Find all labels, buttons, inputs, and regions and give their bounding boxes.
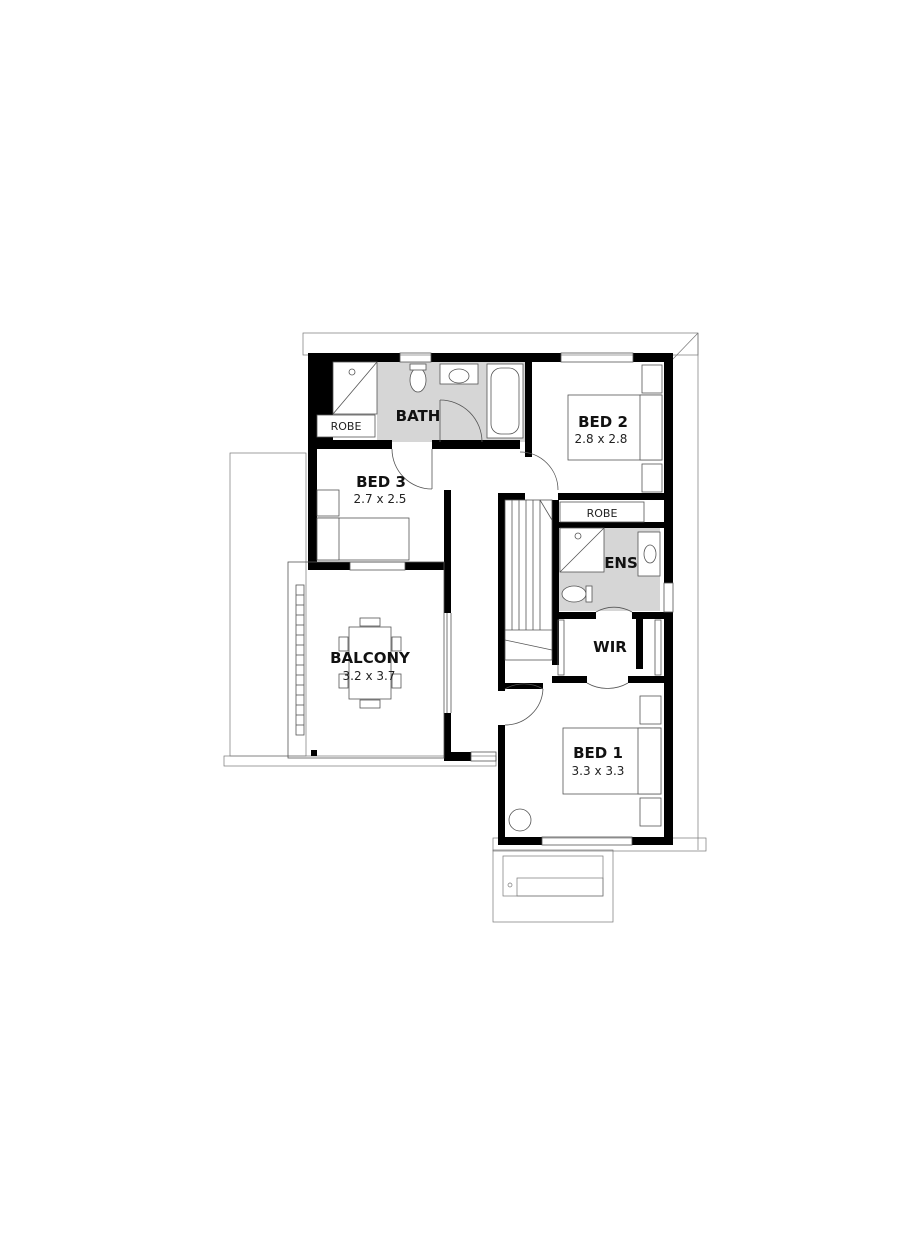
ens-fixtures — [559, 527, 661, 603]
bed2-furniture — [567, 364, 663, 493]
bath-fixtures — [332, 361, 524, 439]
room-label-bed2: BED 2 — [578, 413, 628, 431]
room-label-robe-bed2: ROBE — [587, 507, 618, 520]
room-label-ens: ENS — [604, 554, 638, 572]
robe-bed3-box — [316, 414, 376, 438]
room-size-balcony: 3.2 x 3.7 — [343, 669, 396, 683]
room-label-wir: WIR — [593, 638, 627, 656]
room-label-balcony: BALCONY — [330, 649, 411, 667]
robe-bed2-box — [559, 501, 645, 523]
room-size-bed2: 2.8 x 2.8 — [575, 432, 628, 446]
room-label-robe-bed3: ROBE — [331, 420, 362, 433]
stairs — [504, 499, 553, 661]
room-size-bed3: 2.7 x 2.5 — [354, 492, 407, 506]
room-label-bed3: BED 3 — [356, 473, 406, 491]
bed1-furniture — [508, 695, 662, 832]
walls — [308, 353, 673, 845]
room-label-bath: BATH — [396, 407, 441, 425]
room-size-bed1: 3.3 x 3.3 — [572, 764, 625, 778]
balcony-area — [287, 561, 445, 759]
doors — [391, 399, 633, 726]
room-label-bed1: BED 1 — [573, 744, 623, 762]
wir-shelf-right — [654, 619, 662, 676]
bed3-furniture — [316, 489, 410, 561]
windows — [349, 352, 674, 846]
wir-shelf — [557, 619, 565, 676]
